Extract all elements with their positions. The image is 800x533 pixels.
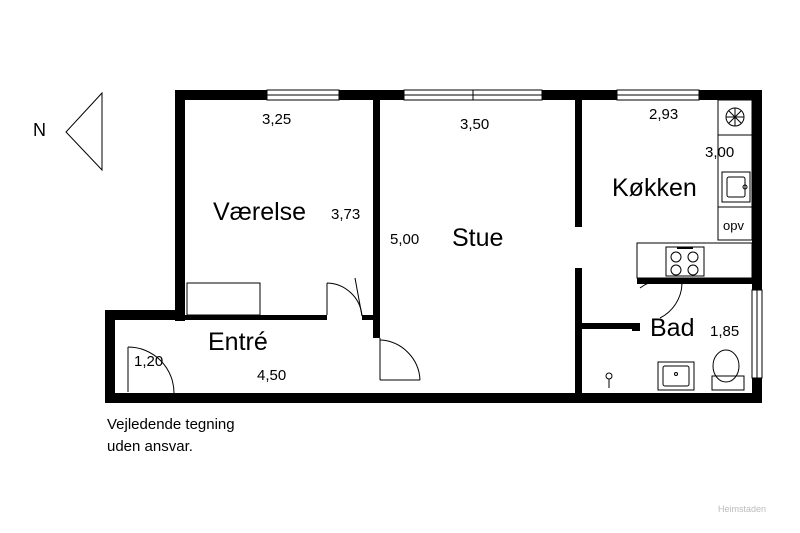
north-arrow: N: [33, 91, 103, 172]
doors: [127, 277, 683, 394]
room-name-kokken: Køkken: [612, 174, 697, 202]
dim-stue-depth: 5,00: [390, 231, 419, 248]
disclaimer-line-2: uden ansvar.: [107, 438, 193, 455]
room-name-stue: Stue: [452, 224, 503, 252]
room-name-entre: Entré: [208, 328, 268, 356]
dim-stue-width: 3,50: [460, 116, 489, 133]
room-name-vaerelse: Værelse: [213, 198, 306, 226]
bathroom-fixtures: [605, 349, 745, 391]
room-name-bad: Bad: [650, 314, 694, 342]
walls: [105, 90, 762, 403]
dim-kokken-width: 2,93: [649, 106, 678, 123]
disclaimer-line-1: Vejledende tegning: [107, 416, 235, 433]
dim-vaerelse-width: 3,25: [262, 111, 291, 128]
dim-entre-width: 1,20: [134, 353, 163, 370]
dim-bad: 1,85: [710, 323, 739, 340]
kitchen-fixtures: [636, 99, 753, 279]
dim-entre-length: 4,50: [257, 367, 286, 384]
bedroom-closet: [186, 282, 261, 316]
north-label: N: [33, 120, 46, 140]
dishwasher-label: opv: [723, 218, 744, 233]
windows: [266, 89, 763, 379]
watermark: Heimstaden: [718, 504, 766, 514]
dim-kokken-depth: 3,00: [705, 144, 734, 161]
dim-vaerelse-depth: 3,73: [331, 206, 360, 223]
